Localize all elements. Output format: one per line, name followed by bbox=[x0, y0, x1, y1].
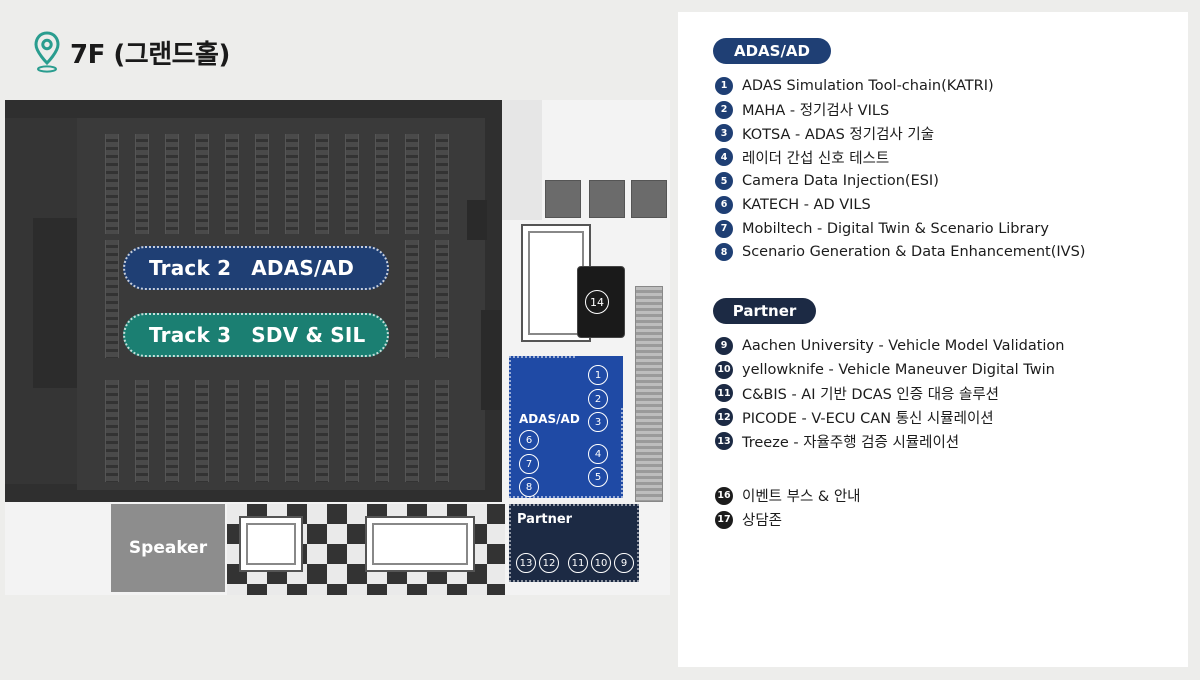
legend-number: 6 bbox=[715, 195, 733, 214]
legend-item: 8 Scenario Generation & Data Enhancement(… bbox=[715, 241, 1085, 265]
legend-text: KOTSA - ADAS 정기검사 기술 bbox=[742, 126, 935, 143]
legend-item: 4 레이더 간섭 신호 테스트 bbox=[715, 145, 1085, 169]
booth-13-marker: 13 bbox=[516, 553, 536, 573]
booth-3-marker: 3 bbox=[588, 412, 608, 432]
track-2-label: Track 2 ADAS/AD bbox=[123, 246, 389, 290]
booth-9-marker: 9 bbox=[614, 553, 634, 573]
booth-6-marker: 6 bbox=[519, 430, 539, 450]
booth-5-marker: 5 bbox=[588, 467, 608, 487]
legend-item: 2 MAHA - 정기검사 VILS bbox=[715, 98, 1085, 122]
legend-text: ADAS Simulation Tool-chain(KATRI) bbox=[742, 77, 994, 94]
legend-number: 11 bbox=[715, 384, 733, 403]
legend-item: 12 PICODE - V-ECU CAN 통신 시뮬레이션 bbox=[715, 405, 1065, 429]
legend-number: 7 bbox=[715, 219, 733, 238]
legend-number: 3 bbox=[715, 124, 733, 143]
lobby-room-right bbox=[365, 516, 475, 572]
legend-item: 7 Mobiltech - Digital Twin & Scenario Lib… bbox=[715, 217, 1085, 241]
partner-category-label: Partner bbox=[713, 298, 816, 324]
storage-box bbox=[545, 180, 581, 218]
legend-number: 16 bbox=[715, 486, 733, 505]
speaker-area: Speaker bbox=[111, 504, 225, 592]
legend-number: 1 bbox=[715, 76, 733, 95]
etc-legend-list: 16 이벤트 부스 & 안내 17 상담존 bbox=[715, 484, 861, 532]
speaker-label: Speaker bbox=[128, 538, 208, 558]
legend-number: 10 bbox=[715, 360, 733, 379]
legend-text: PICODE - V-ECU CAN 통신 시뮬레이션 bbox=[742, 410, 994, 427]
track-2-name: ADAS/AD bbox=[251, 256, 354, 280]
partner-zone-label: Partner bbox=[517, 512, 573, 527]
track-2-number: Track 2 bbox=[149, 256, 232, 280]
adas-category-label: ADAS/AD bbox=[713, 38, 831, 64]
track-3-number: Track 3 bbox=[149, 323, 232, 347]
legend-text: Treeze - 자율주행 검증 시뮬레이션 bbox=[742, 434, 960, 451]
legend-number: 8 bbox=[715, 243, 733, 262]
legend-text: 레이더 간섭 신호 테스트 bbox=[742, 150, 890, 167]
legend-number: 9 bbox=[715, 336, 733, 355]
legend-number: 4 bbox=[715, 148, 733, 167]
booth-7-marker: 7 bbox=[519, 454, 539, 474]
legend-item: 5 Camera Data Injection(ESI) bbox=[715, 169, 1085, 193]
legend-item: 10 yellowknife - Vehicle Maneuver Digital… bbox=[715, 358, 1065, 382]
legend-item: 1 ADAS Simulation Tool-chain(KATRI) bbox=[715, 74, 1085, 98]
legend-number: 17 bbox=[715, 510, 733, 529]
legend-text: Scenario Generation & Data Enhancement(I… bbox=[742, 244, 1086, 261]
stage bbox=[5, 118, 103, 484]
booth-1-marker: 1 bbox=[588, 365, 608, 385]
storage-box bbox=[589, 180, 625, 218]
floor-header: 7F (그랜드홀) bbox=[32, 30, 230, 74]
legend-item: 17 상담존 bbox=[715, 508, 861, 532]
legend-item: 9 Aachen University - Vehicle Model Valid… bbox=[715, 334, 1065, 358]
legend-item: 13 Treeze - 자율주행 검증 시뮬레이션 bbox=[715, 429, 1065, 453]
legend-text: MAHA - 정기검사 VILS bbox=[742, 103, 890, 120]
partner-legend-list: 9 Aachen University - Vehicle Model Valid… bbox=[715, 334, 1065, 453]
legend-item: 11 C&BIS - AI 기반 DCAS 인증 대응 솔루션 bbox=[715, 382, 1065, 406]
lobby-room-left bbox=[239, 516, 303, 572]
legend-item: 16 이벤트 부스 & 안내 bbox=[715, 484, 861, 508]
track-3-label: Track 3 SDV & SIL bbox=[123, 313, 389, 357]
map-pin-icon bbox=[34, 31, 60, 73]
track-3-name: SDV & SIL bbox=[251, 323, 366, 347]
booth-4-marker: 4 bbox=[588, 444, 608, 464]
legend-panel: ADAS/AD 1 ADAS Simulation Tool-chain(KATR… bbox=[678, 12, 1188, 667]
corridor bbox=[502, 100, 542, 220]
legend-number: 5 bbox=[715, 172, 733, 191]
legend-text: yellowknife - Vehicle Maneuver Digital T… bbox=[742, 361, 1055, 378]
adas-legend-list: 1 ADAS Simulation Tool-chain(KATRI) 2 MAHA… bbox=[715, 74, 1085, 264]
legend-number: 12 bbox=[715, 408, 733, 427]
floor-title: 7F (그랜드홀) bbox=[70, 39, 230, 70]
booth-14-marker: 14 bbox=[585, 290, 609, 314]
legend-text: Camera Data Injection(ESI) bbox=[742, 173, 939, 190]
legend-text: Aachen University - Vehicle Model Valida… bbox=[742, 337, 1065, 354]
legend-item: 6 KATECH - AD VILS bbox=[715, 193, 1085, 217]
booth-8-marker: 8 bbox=[519, 477, 539, 497]
booth-11-marker: 11 bbox=[568, 553, 588, 573]
legend-text: C&BIS - AI 기반 DCAS 인증 대응 솔루션 bbox=[742, 386, 1000, 403]
floor-map: Track 2 ADAS/AD Track 3 SDV & SIL 14 15 … bbox=[5, 100, 670, 595]
grand-hall bbox=[5, 100, 502, 502]
booth-2-marker: 2 bbox=[588, 389, 608, 409]
booth-10-marker: 10 bbox=[591, 553, 611, 573]
legend-number: 13 bbox=[715, 432, 733, 451]
legend-item: 3 KOTSA - ADAS 정기검사 기술 bbox=[715, 122, 1085, 146]
adas-zone-label: ADAS/AD bbox=[519, 412, 580, 426]
legend-text: 이벤트 부스 & 안내 bbox=[742, 489, 861, 506]
booth-12-marker: 12 bbox=[539, 553, 559, 573]
legend-text: 상담존 bbox=[742, 513, 783, 530]
legend-text: KATECH - AD VILS bbox=[742, 196, 871, 213]
storage-box bbox=[631, 180, 667, 218]
legend-text: Mobiltech - Digital Twin & Scenario Libr… bbox=[742, 220, 1049, 237]
legend-number: 2 bbox=[715, 100, 733, 119]
escalator bbox=[635, 286, 663, 502]
